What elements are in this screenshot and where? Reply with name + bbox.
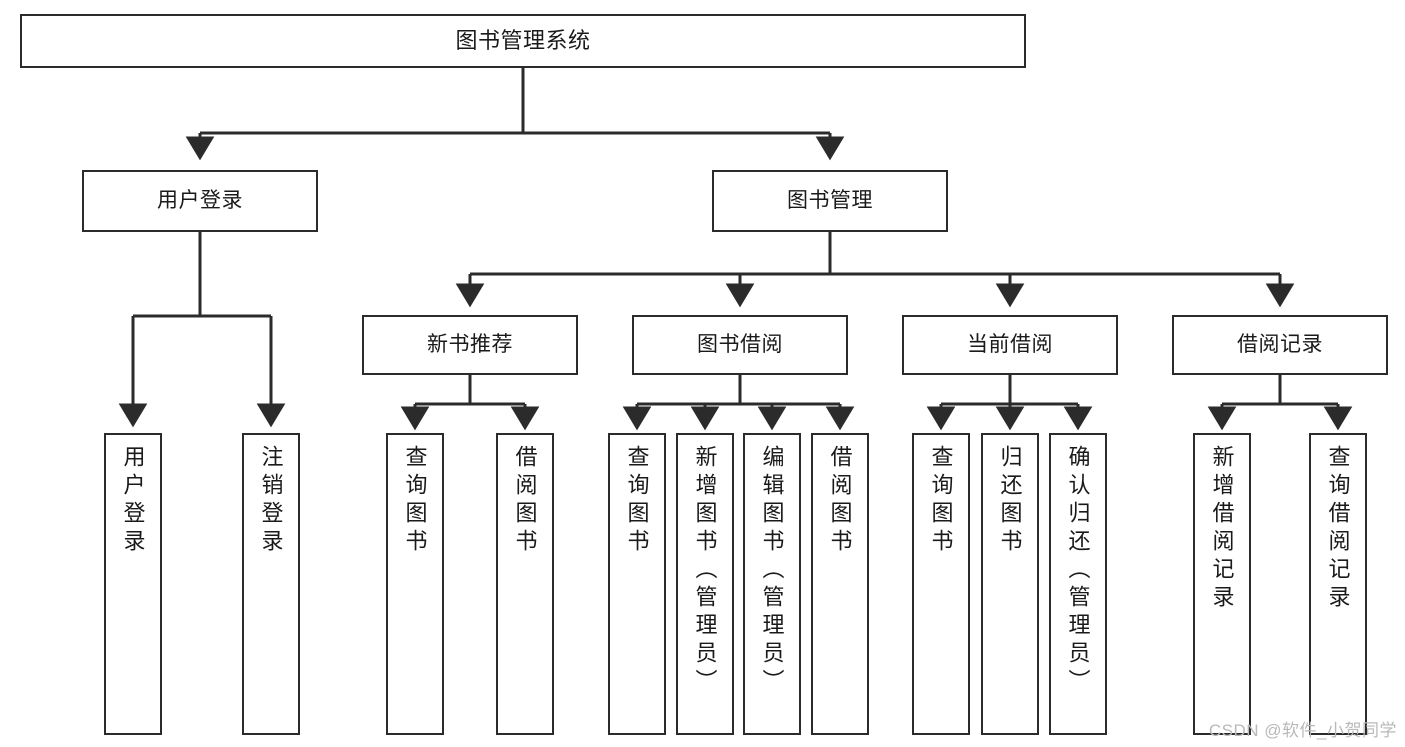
leaf-label: 借阅图书 — [827, 445, 853, 557]
leaf-current-borrow-return-book[interactable]: 归还图书 — [981, 433, 1039, 735]
node-user-login-label: 用户登录 — [157, 189, 243, 213]
leaf-label: 编辑图书（管理员） — [759, 445, 785, 697]
leaf-label: 新增图书（管理员） — [692, 445, 718, 697]
node-book-borrow[interactable]: 图书借阅 — [632, 315, 848, 375]
leaf-label: 归还图书 — [997, 445, 1023, 557]
node-book-management[interactable]: 图书管理 — [712, 170, 948, 232]
leaf-label: 查询借阅记录 — [1325, 445, 1351, 613]
leaf-borrow-record-query-record[interactable]: 查询借阅记录 — [1309, 433, 1367, 735]
watermark-text: CSDN @软件_小贺同学 — [1208, 721, 1397, 740]
leaf-label: 确认归还（管理员） — [1065, 445, 1091, 697]
leaf-new-book-query-book[interactable]: 查询图书 — [386, 433, 444, 735]
leaf-book-borrow-add-book-admin[interactable]: 新增图书（管理员） — [676, 433, 734, 735]
leaf-label: 用户登录 — [120, 445, 146, 557]
leaf-book-borrow-query-book[interactable]: 查询图书 — [608, 433, 666, 735]
node-book-management-label: 图书管理 — [787, 189, 873, 213]
leaf-book-borrow-borrow-book[interactable]: 借阅图书 — [811, 433, 869, 735]
leaf-current-borrow-query-book[interactable]: 查询图书 — [912, 433, 970, 735]
node-new-book-recommend[interactable]: 新书推荐 — [362, 315, 578, 375]
leaf-user-login-login[interactable]: 用户登录 — [104, 433, 162, 735]
leaf-label: 新增借阅记录 — [1209, 445, 1235, 613]
node-current-borrow[interactable]: 当前借阅 — [902, 315, 1118, 375]
leaf-label: 查询图书 — [928, 445, 954, 557]
leaf-label: 借阅图书 — [512, 445, 538, 557]
node-borrow-record[interactable]: 借阅记录 — [1172, 315, 1388, 375]
leaf-label: 注销登录 — [258, 445, 284, 557]
node-user-login[interactable]: 用户登录 — [82, 170, 318, 232]
node-current-borrow-label: 当前借阅 — [967, 333, 1053, 357]
node-new-book-recommend-label: 新书推荐 — [427, 333, 513, 357]
leaf-borrow-record-add-record[interactable]: 新增借阅记录 — [1193, 433, 1251, 735]
node-root-label: 图书管理系统 — [455, 27, 591, 53]
leaf-current-borrow-confirm-return-admin[interactable]: 确认归还（管理员） — [1049, 433, 1107, 735]
leaf-new-book-borrow-book[interactable]: 借阅图书 — [496, 433, 554, 735]
leaf-user-login-logout[interactable]: 注销登录 — [242, 433, 300, 735]
node-borrow-record-label: 借阅记录 — [1237, 333, 1323, 357]
leaf-label: 查询图书 — [624, 445, 650, 557]
leaf-book-borrow-edit-book-admin[interactable]: 编辑图书（管理员） — [743, 433, 801, 735]
node-book-borrow-label: 图书借阅 — [697, 333, 783, 357]
node-root-book-management-system[interactable]: 图书管理系统 — [20, 14, 1026, 68]
leaf-label: 查询图书 — [402, 445, 428, 557]
